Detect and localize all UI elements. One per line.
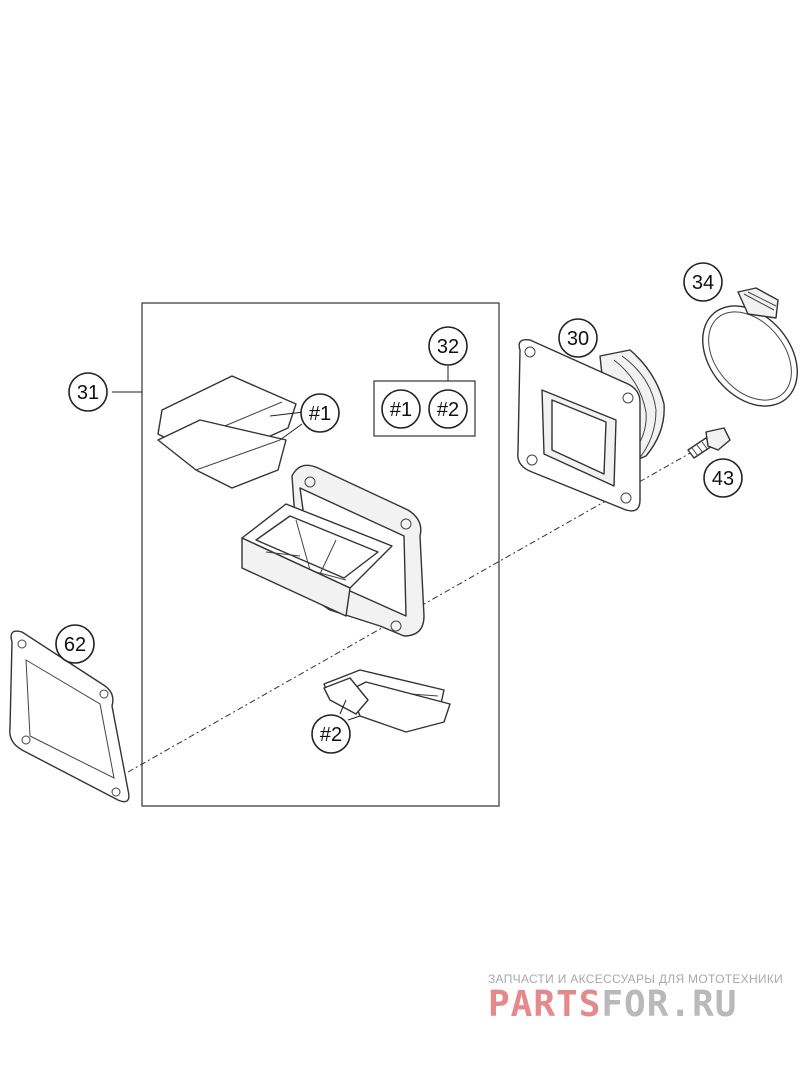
leader-1-top (269, 411, 305, 417)
reed-valve-group-frame (141, 302, 500, 807)
callout-32-label: 32 (437, 336, 459, 358)
callout-31: 31 (68, 372, 108, 412)
callout-62-label: 62 (64, 634, 86, 656)
callout-43: 43 (703, 458, 743, 498)
callout-34: 34 (683, 262, 723, 302)
watermark-logo-part1: PARTS (488, 984, 602, 1025)
callout-30-label: 30 (567, 328, 589, 350)
callout-kit-2-label: #2 (437, 399, 459, 421)
callout-31-label: 31 (77, 382, 99, 404)
reed-petals-1 (157, 375, 297, 489)
watermark-logo: PARTSFOR.RU (488, 985, 737, 1025)
leader-2-bottom-b (347, 715, 361, 721)
watermark-caption: ЗАПЧАСТИ И АКСЕССУАРЫ ДЛЯ МОТОТЕХНИКИ (488, 972, 784, 986)
leader-1-top-b (279, 423, 303, 441)
callout-43-label: 43 (712, 468, 734, 490)
leader-2-bottom (339, 699, 347, 715)
callout-34-label: 34 (692, 272, 714, 294)
reed-valve-cage (241, 464, 425, 637)
callout-kit-1: #1 (381, 389, 421, 429)
callout-32: 32 (428, 326, 468, 366)
callout-30: 30 (558, 318, 598, 358)
callout-2-bottom-label: #2 (320, 724, 342, 746)
intake-flange-30 (517, 339, 665, 512)
callout-kit-2: #2 (428, 389, 468, 429)
reed-petals-2 (323, 669, 451, 733)
callout-kit-1-label: #1 (390, 399, 412, 421)
callout-2-bottom: #2 (311, 714, 351, 754)
screw-43 (687, 427, 731, 459)
gasket-62 (9, 630, 130, 803)
watermark-logo-part2: FOR.RU (601, 984, 738, 1025)
callout-1-top: #1 (300, 393, 340, 433)
hose-clamp-34 (702, 287, 798, 407)
callout-1-top-label: #1 (309, 403, 331, 425)
callout-62: 62 (55, 624, 95, 664)
